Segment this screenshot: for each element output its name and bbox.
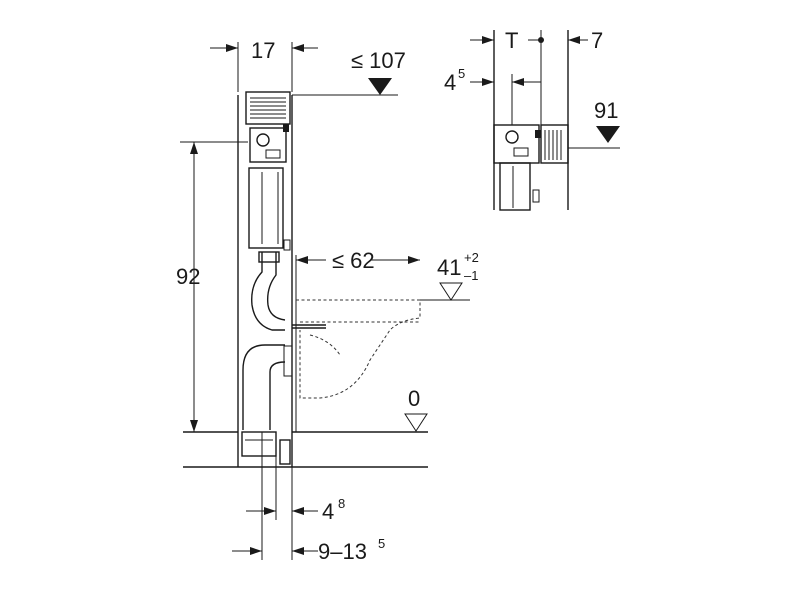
label-installation-height: 92 [176,264,200,289]
toilet-bowl-outline [296,299,421,399]
waste-pipe-socket [241,431,277,457]
dim-max-height: ≤ 107 [292,48,406,96]
label-max-projection: ≤ 62 [332,248,375,273]
label-seat-tol-minus: –1 [464,268,478,283]
label-detail-thickness: T [505,28,518,53]
detail-connection-circle [505,130,519,144]
dim-offset-small: 4 8 [246,432,345,560]
dim-installation-height: 92 [176,141,248,432]
frame-bracket-top [283,124,289,132]
detail-view: T 7 4 5 91 [444,28,620,211]
toilet-inner-curve [309,334,341,356]
flush-pipe-inner [266,252,286,321]
label-wall-range-sup: 5 [378,536,385,551]
label-offset-small: 4 [322,499,334,524]
waste-pipe-outer [242,344,285,430]
dim-seat-height: 41 +2 –1 [420,250,479,301]
main-side-view [183,91,428,468]
dim-floor-level: 0 [404,386,428,432]
label-seat-height: 41 [437,255,461,280]
frame-foot [279,439,291,465]
level-arrow-107 [368,78,392,95]
waste-pipe-inner [269,361,286,430]
label-floor-level: 0 [408,386,420,411]
label-frame-depth: 17 [251,38,275,63]
dim-frame-depth: 17 [210,38,318,92]
detail-center-marker [538,37,544,43]
water-connection [249,127,287,163]
label-detail-offset-sup: 5 [458,66,465,81]
level-arrow-91 [596,126,620,143]
flush-pipe-connector [258,251,280,263]
label-wall-range: 9–13 [318,539,367,564]
label-detail-offset: 4 [444,70,456,95]
level-arrow-0 [404,413,428,432]
valve-box [265,149,281,159]
detail-cistern [499,162,531,211]
detail-cover-plate [540,124,569,164]
flush-pipe-outer [251,252,285,331]
dim-wall-range: 9–13 5 [232,536,385,564]
top-box-hatching [250,97,286,119]
label-seat-tol-plus: +2 [464,250,479,265]
label-offset-small-sup: 8 [338,496,345,511]
frame-bracket-mid [283,239,291,251]
frame-bracket-low [283,345,293,377]
dim-max-projection: ≤ 62 [296,248,420,273]
connection-circle [256,133,270,147]
cistern-body [248,167,284,249]
frame-top-box [245,91,291,125]
detail-connection-box [493,124,540,164]
label-detail-level: 91 [594,98,618,123]
level-arrow-41 [439,282,463,301]
label-detail-depth: 7 [591,28,603,53]
label-max-height: ≤ 107 [351,48,406,73]
detail-plate-hatching [544,130,562,160]
